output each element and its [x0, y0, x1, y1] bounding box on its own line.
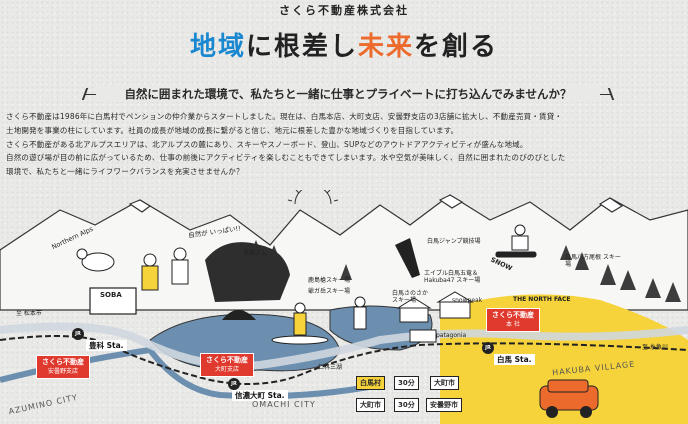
- nishina-label: 仁科三湖: [318, 364, 343, 371]
- tunnel: [222, 310, 256, 320]
- intro-line: 土地開発を事業の柱にしています。社員の成長が地域の成長に繋がると信じ、地元に根差…: [6, 125, 459, 135]
- intro-text: さくら不動産は1986年に白馬村でペンションの仲介業からスタートしました。現在は…: [0, 110, 688, 179]
- intro-line: さくら不動産は1986年に白馬村でペンションの仲介業からスタートしました。現在は…: [6, 112, 563, 121]
- office-sub: 安曇野支店: [47, 368, 78, 375]
- catch-orange: 未来: [358, 32, 415, 62]
- soba-label: SOBA: [100, 291, 122, 299]
- shinano-omachi-station: 信濃大町 Sta.: [232, 390, 288, 401]
- time-to-2: 安曇野市: [426, 398, 462, 412]
- goat-icon: [76, 248, 115, 272]
- shops: [396, 291, 474, 343]
- happo-label: 白馬八方尾根 スキー場: [565, 254, 621, 268]
- intro-line: さくら不動産がある北アルプスエリアは、北アルプスの麓にあり、スキーやスノーボード…: [6, 139, 528, 149]
- car-icon: [539, 379, 599, 418]
- catchphrase: 地域に根差し未来を創る: [0, 26, 688, 63]
- toyoshina-station: 豊科 Sta.: [86, 340, 127, 351]
- time-min-1: 30分: [394, 376, 419, 390]
- fishing-person: [353, 296, 367, 330]
- snowpeak-label: snowpeak: [452, 297, 483, 304]
- jigatake-label: 爺ガ岳スキー場: [308, 288, 351, 295]
- travel-times: 白馬村 30分 大町市 大町市 30分 安曇野市: [356, 374, 468, 424]
- time-from-2: 大町市: [356, 398, 385, 412]
- catch-black-1: に根差し: [245, 32, 358, 62]
- omachi-city-label: OMACHI CITY: [252, 400, 316, 409]
- sun-icon: [287, 190, 339, 205]
- hakuba-headoffice-badge: さくら不動産 本 社: [486, 308, 540, 332]
- time-min-2: 30分: [394, 398, 419, 412]
- hikers: [141, 247, 189, 291]
- jump-label: 白馬ジャンプ競技場: [427, 238, 481, 245]
- area-map: Northern Alps 自然が いっぱい!! SOBA 黒部ダム 鹿島槍スキ…: [0, 190, 688, 424]
- dark-mountain: [205, 242, 290, 302]
- catch-black-2: を創る: [414, 32, 499, 62]
- hakuba-station: 白馬 Sta.: [494, 354, 535, 365]
- patagonia-label: patagonia: [436, 332, 467, 339]
- kashimayari-label: 鹿島槍スキー場: [308, 277, 351, 284]
- to-itoigawa-label: 至 糸魚川: [642, 344, 668, 351]
- subtitle-cap-right: [599, 88, 615, 100]
- intro-line: 環境で、私たちと一緒にライフワークバランスを充実させませんか？: [6, 167, 244, 177]
- company-name: さくら不動産株式会社: [279, 4, 409, 17]
- snowboarder: [495, 224, 537, 258]
- to-matsumoto-label: 至 松本市: [16, 310, 42, 317]
- office-sub: 大町支店: [214, 366, 239, 373]
- office-name: さくら不動産: [42, 358, 84, 366]
- sanosaka-label: 白馬さのさか スキー場: [392, 290, 429, 304]
- jr-icon: JR: [228, 378, 240, 390]
- office-name: さくら不動産: [492, 311, 534, 319]
- azumino-office-badge: さくら不動産 安曇野支店: [36, 355, 90, 379]
- jr-icon: JR: [482, 342, 494, 354]
- soba-sign: [89, 287, 137, 315]
- kurobe-dam-label: 黒部ダム: [243, 250, 268, 257]
- catch-blue: 地域: [189, 32, 246, 62]
- intro-line: 自然の遊び場が目の前に広がっているため、仕事の前後にアクティビティを楽しむことも…: [6, 153, 566, 163]
- map-illustration: [0, 190, 688, 424]
- sup-person: [271, 302, 329, 345]
- northface-label: THE NORTH FACE: [513, 296, 571, 303]
- office-sub: 本 社: [506, 321, 520, 328]
- jr-icon: JR: [72, 328, 84, 340]
- time-from-1: 白馬村: [356, 376, 385, 390]
- omachi-office-badge: さくら不動産 大町支店: [200, 353, 254, 377]
- time-to-1: 大町市: [430, 376, 459, 390]
- office-name: さくら不動産: [206, 356, 248, 364]
- goryu-label: エイブル白馬五竜＆ Hakuba47 スキー場: [424, 270, 481, 284]
- ski-jump: [395, 238, 420, 278]
- subtitle-text: 自然に囲まれた環境で、私たちと一緒に仕事とプライベートに打ち込んでみませんか？: [96, 86, 600, 102]
- road: [0, 322, 688, 370]
- subtitle-bar: 自然に囲まれた環境で、私たちと一緒に仕事とプライベートに打ち込んでみませんか？: [81, 84, 615, 104]
